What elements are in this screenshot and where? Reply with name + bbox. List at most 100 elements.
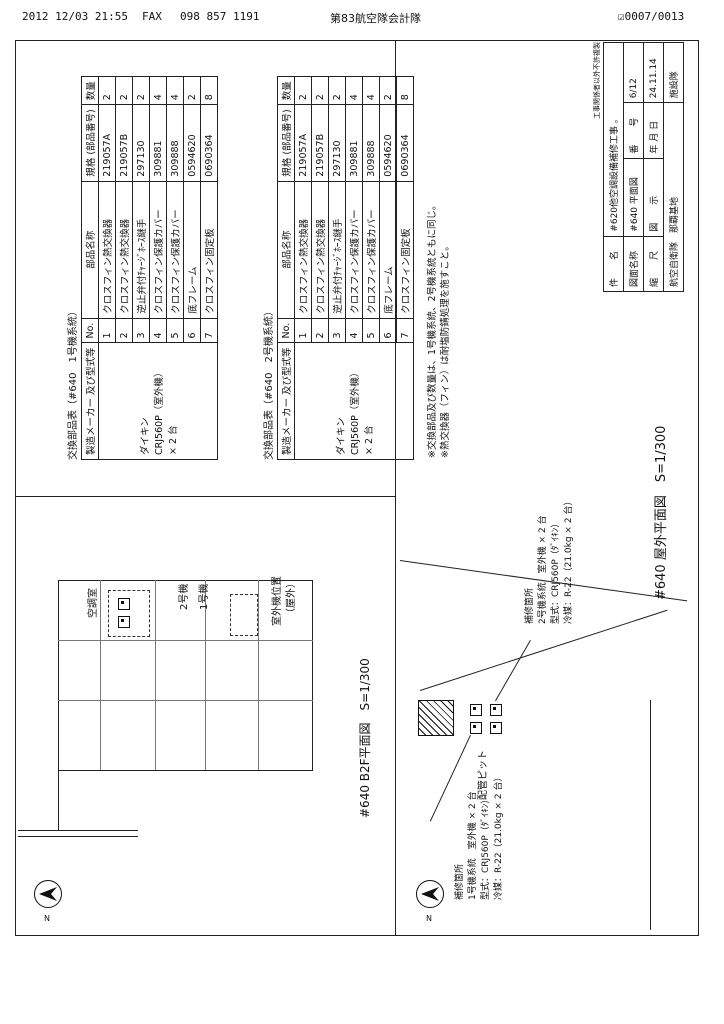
row-qty: 2 — [98, 76, 116, 105]
note-line: ※交換部品及び数量は、1号機系統、2号機系統ともに同じ。 — [427, 200, 438, 458]
plan-divider — [15, 496, 395, 497]
parts-table-2: 交換部品表（#640 2号機系統） 製造メーカー 及び型式等 No. 部品名称 … — [260, 76, 414, 460]
row-no: 5 — [166, 318, 184, 343]
callout-1: 補修箇所 1号機系統 室外機 × 2 台 型式：CRJ560P（ﾀﾞｲｷﾝ） 冷… — [454, 773, 506, 900]
maker-cell: ダイキン CRJ560P（室外機） × 2 台 — [98, 342, 218, 460]
parts-table-1: 交換部品表（#640 1号機系統） 製造メーカー 及び型式等 No. 部品名称 … — [64, 76, 218, 460]
row-name: クロスフィン熱交換器 — [115, 181, 133, 319]
row-part: 309881 — [149, 104, 167, 182]
outdoor-unit — [490, 704, 502, 716]
row-name: クロスフィン保護カバー — [166, 181, 184, 319]
notes: ※交換部品及び数量は、1号機系統、2号機系統ともに同じ。 ※熱交換器（フィン）は… — [426, 200, 452, 458]
tb-label: 番 号 — [623, 102, 644, 159]
row-no: 2 — [311, 318, 329, 343]
row-no: 4 — [149, 318, 167, 343]
model: CRJ560P（室外機） — [154, 367, 165, 455]
row-name: クロスフィン保護カバー — [362, 181, 380, 319]
unit-count: × 2 台 — [168, 425, 179, 455]
tb-value: #640 平面図 — [623, 158, 644, 237]
callout-line: 型式：CRJ560P（ﾀﾞｲｷﾝ） — [551, 518, 561, 624]
row-part: 219057A — [294, 104, 312, 182]
row-no: 1 — [98, 318, 116, 343]
row-no: 3 — [132, 318, 150, 343]
row-name: 逆止弁付ﾁｬｰｼﾞﾎｰｽ継手 — [328, 181, 346, 319]
col-header-qty: 数量 — [81, 76, 99, 105]
row-part: 297130 — [132, 104, 150, 182]
row-name: クロスフィン保護カバー — [345, 181, 363, 319]
fax-sender: 第83航空隊会計隊 — [330, 12, 421, 25]
row-part: 0690364 — [200, 104, 218, 182]
b2f-plan-title: #640 B2F平面図 S=1/300 — [358, 658, 372, 818]
row-name: 底フレーム — [379, 181, 397, 319]
callout-line: 冷媒：R-22（21.0kg × 2 台） — [494, 772, 504, 900]
col-header-qty: 数量 — [277, 76, 295, 105]
row-name: クロスフィン固定板 — [200, 181, 218, 319]
row-no: 2 — [115, 318, 133, 343]
tb-value: 施設隊 — [663, 42, 684, 103]
tb-label: 図面名称 — [623, 236, 644, 292]
unit-count: × 2 台 — [364, 425, 375, 455]
outdoor-plan-title: #640 屋外平面図 S=1/300 — [654, 425, 669, 600]
row-name: クロスフィン熱交換器 — [311, 181, 329, 319]
tb-value: 6/12 — [623, 42, 644, 103]
row-qty: 2 — [132, 76, 150, 105]
callout-line: 冷媒：R-22（21.0kg × 2 台） — [564, 496, 574, 624]
row-name: 底フレーム — [183, 181, 201, 319]
row-name: クロスフィン熱交換器 — [98, 181, 116, 319]
callout-line: 2号機系統 室外機 × 2 台 — [538, 515, 548, 624]
piping-pit — [418, 700, 454, 736]
tb-value: 24.11.14 — [643, 42, 664, 103]
callout-head: 補修箇所 — [525, 587, 535, 624]
table-title: 交換部品表（#640 1号機系統） — [68, 306, 79, 460]
row-part: 0594620 — [379, 104, 397, 182]
title-block-note: 工事関係者以外不許複製 — [593, 42, 601, 119]
row-part: 297130 — [328, 104, 346, 182]
outdoor-unit — [470, 722, 482, 734]
callout-line: 1号機系統 室外機 × 2 台 — [468, 791, 478, 900]
fax-header: 2012 12/03 21:55 FAX 098 857 1191 第83航空隊… — [0, 0, 724, 30]
tb-label: 年 月 日 — [643, 102, 664, 159]
row-qty: 8 — [396, 76, 414, 105]
model: CRJ560P（室外機） — [350, 367, 361, 455]
col-header-no: No. — [81, 318, 99, 343]
row-qty: 2 — [311, 76, 329, 105]
fax-number: 098 857 1191 — [180, 10, 260, 23]
row-part: 219057A — [98, 104, 116, 182]
row-no: 3 — [328, 318, 346, 343]
outdoor-pos-sub: （屋外） — [286, 578, 297, 618]
tb-label: 縮 尺 — [643, 236, 664, 292]
north-label: N — [44, 914, 50, 923]
maker-cell: ダイキン CRJ560P（室外機） × 2 台 — [294, 342, 414, 460]
drawing-sheet — [15, 40, 699, 936]
maker: ダイキン — [336, 417, 347, 455]
tb-value: #620他空調設備補修工事 ｡ — [603, 42, 624, 237]
row-qty: 2 — [294, 76, 312, 105]
row-no: 5 — [362, 318, 380, 343]
fax-page: ☑0007/0013 — [618, 10, 685, 23]
row-name: クロスフィン保護カバー — [149, 181, 167, 319]
sheet-divider — [395, 40, 396, 936]
row-part: 219057B — [115, 104, 133, 182]
note-line: ※熱交換器（フィン）は耐塩防錆処理を施すこと。 — [440, 241, 451, 458]
row-qty: 2 — [183, 76, 201, 105]
row-qty: 2 — [328, 76, 346, 105]
col-header-part: 規格 (部品番号) — [277, 104, 295, 182]
north-arrow-icon — [416, 880, 444, 908]
col-header-name: 部品名称 — [81, 181, 99, 319]
outdoor-pos-label: 室外機位置 — [272, 576, 283, 626]
maker: ダイキン — [140, 417, 151, 455]
row-qty: 2 — [379, 76, 397, 105]
row-part: 309881 — [345, 104, 363, 182]
unit-1-label: 1号機 — [199, 583, 210, 610]
parts-table: 製造メーカー 及び型式等 No. 部品名称 規格 (部品番号) 数量 ダイキン … — [81, 76, 218, 460]
north-label: N — [426, 914, 432, 923]
row-no: 1 — [294, 318, 312, 343]
outdoor-unit-position — [230, 594, 258, 636]
row-name: クロスフィン熱交換器 — [294, 181, 312, 319]
row-qty: 4 — [345, 76, 363, 105]
row-qty: 2 — [115, 76, 133, 105]
room-label: 空調室 — [88, 588, 99, 618]
callout-line: 型式：CRJ560P（ﾀﾞｲｷﾝ） — [481, 794, 491, 900]
row-name: クロスフィン固定板 — [396, 181, 414, 319]
row-no: 4 — [345, 318, 363, 343]
